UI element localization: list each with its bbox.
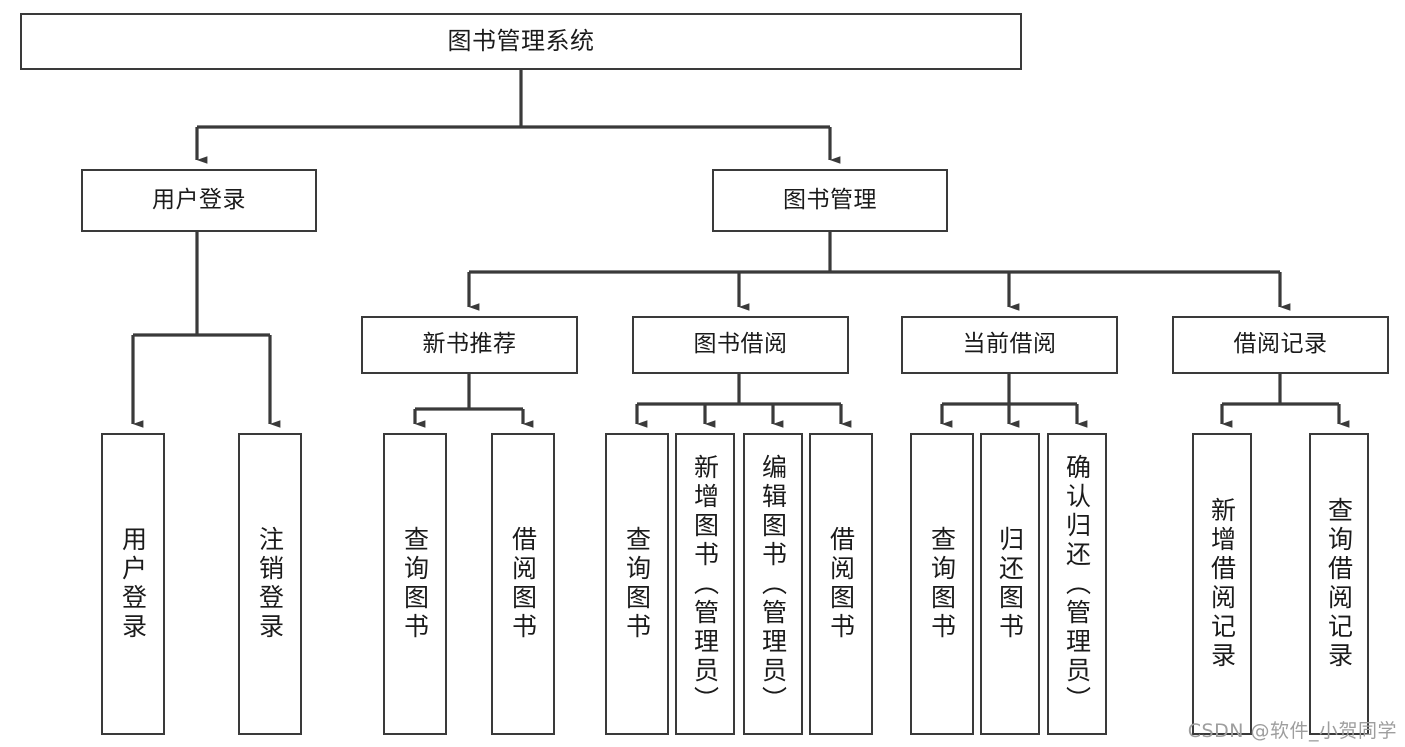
leaf-user-login-signin[interactable]: 用户登录 [101, 433, 165, 735]
leaf-user-login-signout[interactable]: 注销登录 [238, 433, 302, 735]
node-label: 注销登录 [255, 526, 285, 642]
leaf-borrow-query-book[interactable]: 查询图书 [605, 433, 669, 735]
node-label: 借阅记录 [1233, 331, 1328, 358]
leaf-borrow-borrow-book[interactable]: 借阅图书 [809, 433, 873, 735]
node-label: 图书借阅 [693, 331, 788, 358]
leaf-new-book-query[interactable]: 查询图书 [383, 433, 447, 735]
node-new-book-recommendation[interactable]: 新书推荐 [361, 316, 578, 374]
node-label: 归还图书 [995, 526, 1025, 642]
node-label: 用户登录 [118, 526, 148, 642]
node-label: 查询图书 [400, 526, 430, 642]
node-label: 查询图书 [622, 526, 652, 642]
node-label: 新增图书（管理员） [690, 453, 720, 715]
leaf-borrow-edit-book-admin[interactable]: 编辑图书（管理员） [743, 433, 803, 735]
node-label: 查询图书 [927, 526, 957, 642]
node-label: 当前借阅 [962, 331, 1057, 358]
node-book-borrowing[interactable]: 图书借阅 [632, 316, 849, 374]
node-label: 图书管理 [783, 186, 877, 213]
node-label: 新书推荐 [422, 331, 517, 358]
node-borrow-records[interactable]: 借阅记录 [1172, 316, 1389, 374]
node-user-login[interactable]: 用户登录 [81, 169, 317, 232]
node-label: 图书管理系统 [447, 27, 595, 56]
node-book-management[interactable]: 图书管理 [712, 169, 948, 232]
node-root-library-system[interactable]: 图书管理系统 [20, 13, 1022, 70]
leaf-current-confirm-return-admin[interactable]: 确认归还（管理员） [1047, 433, 1107, 735]
node-label: 借阅图书 [508, 526, 538, 642]
leaf-current-return-book[interactable]: 归还图书 [980, 433, 1040, 735]
leaf-records-add-record[interactable]: 新增借阅记录 [1192, 433, 1252, 735]
node-label: 新增借阅记录 [1207, 497, 1237, 671]
leaf-new-book-borrow[interactable]: 借阅图书 [491, 433, 555, 735]
leaf-borrow-add-book-admin[interactable]: 新增图书（管理员） [675, 433, 735, 735]
node-current-borrowing[interactable]: 当前借阅 [901, 316, 1118, 374]
node-label: 查询借阅记录 [1324, 497, 1354, 671]
leaf-current-query-book[interactable]: 查询图书 [910, 433, 974, 735]
node-label: 编辑图书（管理员） [758, 453, 788, 715]
node-label: 借阅图书 [826, 526, 856, 642]
watermark-text: CSDN @软件_小贺同学 [1187, 720, 1397, 742]
node-label: 用户登录 [152, 186, 246, 213]
node-label: 确认归还（管理员） [1062, 453, 1092, 715]
leaf-records-query-record[interactable]: 查询借阅记录 [1309, 433, 1369, 735]
